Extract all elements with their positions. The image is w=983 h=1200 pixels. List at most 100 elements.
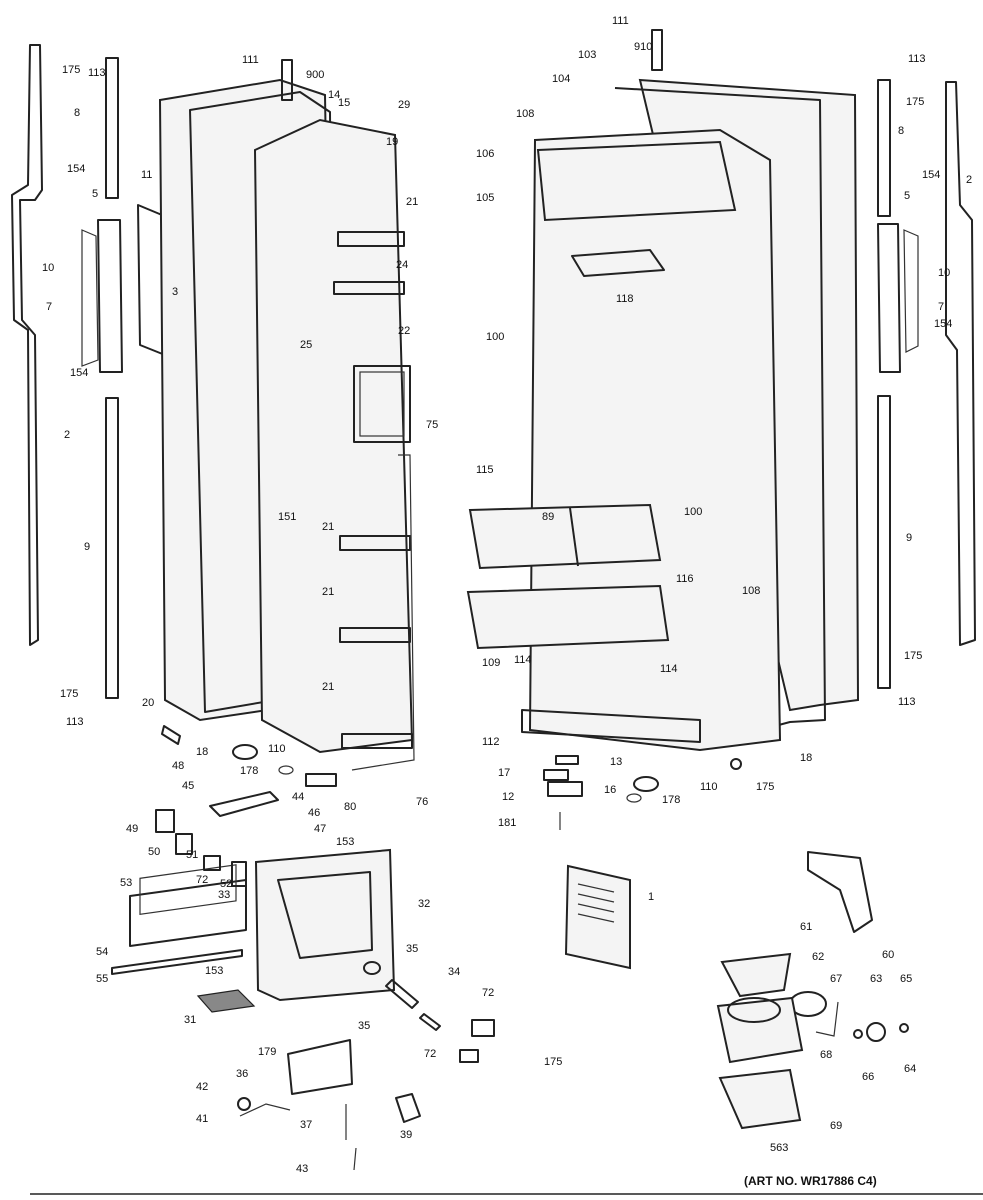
pin-35 <box>419 1013 441 1031</box>
part-label-9: 9 <box>906 532 912 544</box>
owners-manual-1 <box>564 864 631 970</box>
part-label-89: 89 <box>542 511 554 523</box>
part-label-7: 7 <box>46 301 52 313</box>
shelf-bar-21-d <box>341 733 413 749</box>
part-label-15: 15 <box>338 97 350 109</box>
grommet-42 <box>237 1097 251 1111</box>
part-label-37: 37 <box>300 1119 312 1131</box>
bracket-60 <box>807 851 873 933</box>
part-label-8: 8 <box>898 125 904 137</box>
hinge-13 <box>555 755 579 765</box>
part-label-111: 111 <box>242 54 259 66</box>
part-label-175: 175 <box>60 688 78 700</box>
bin-divider-89 <box>569 507 579 567</box>
part-label-154: 154 <box>67 163 85 175</box>
part-label-69: 69 <box>830 1120 842 1132</box>
part-label-112: 112 <box>482 736 500 748</box>
part-label-47: 47 <box>314 823 326 835</box>
bracket-49 <box>155 809 175 833</box>
part-label-175: 175 <box>544 1056 562 1068</box>
switch-72-lower-b <box>459 1049 479 1063</box>
handle-right <box>877 223 901 373</box>
part-label-110: 110 <box>268 743 286 755</box>
motor-mount-68 <box>716 996 804 1064</box>
part-label-5: 5 <box>904 190 910 202</box>
part-label-31: 31 <box>184 1014 196 1026</box>
part-label-175: 175 <box>906 96 924 108</box>
part-label-80: 80 <box>344 801 356 813</box>
part-label-21: 21 <box>322 521 334 533</box>
part-label-2: 2 <box>64 429 70 441</box>
part-label-72: 72 <box>482 987 494 999</box>
part-label-178: 178 <box>240 765 258 777</box>
part-label-63: 63 <box>870 973 882 985</box>
part-label-154: 154 <box>70 367 88 379</box>
part-label-60: 60 <box>882 949 894 961</box>
part-label-62: 62 <box>812 951 824 963</box>
shelf-bar-21-b <box>339 535 411 551</box>
hinge-111-left <box>281 59 293 101</box>
part-label-49: 49 <box>126 823 138 835</box>
part-label-48: 48 <box>172 760 184 772</box>
bottom-rail-112 <box>521 709 701 743</box>
shelf-bar-21-top <box>337 231 405 247</box>
part-label-2: 2 <box>966 174 972 186</box>
panel-inner-53 <box>139 864 237 916</box>
cap-110-right <box>633 776 659 792</box>
part-label-39: 39 <box>400 1129 412 1141</box>
part-label-17: 17 <box>498 767 510 779</box>
part-label-5: 5 <box>92 188 98 200</box>
dairy-door-106 <box>536 140 737 222</box>
part-label-50: 50 <box>148 846 160 858</box>
bracket-50 <box>175 833 193 855</box>
part-label-35: 35 <box>406 943 418 955</box>
part-label-175: 175 <box>62 64 80 76</box>
handle-left-grip <box>81 229 99 367</box>
art-number: (ART NO. WR17886 C4) <box>744 1174 877 1188</box>
part-label-29: 29 <box>398 99 410 111</box>
part-label-43: 43 <box>296 1163 308 1175</box>
part-label-12: 12 <box>502 791 514 803</box>
part-label-54: 54 <box>96 946 108 958</box>
connector-80 <box>305 773 337 787</box>
part-label-21: 21 <box>406 196 418 208</box>
part-label-19: 19 <box>386 136 398 148</box>
part-label-42: 42 <box>196 1081 208 1093</box>
switch-72-lower-a <box>471 1019 495 1037</box>
switch-actuator-44 <box>209 791 279 817</box>
washer-66 <box>853 1029 863 1039</box>
part-label-9: 9 <box>84 541 90 553</box>
door-bin-109 <box>466 584 670 650</box>
knob-63 <box>866 1022 886 1042</box>
part-label-75: 75 <box>426 419 438 431</box>
part-label-179: 179 <box>258 1046 276 1058</box>
hinge-pin-20 <box>161 725 181 745</box>
part-label-105: 105 <box>476 192 494 204</box>
part-label-72: 72 <box>424 1048 436 1060</box>
switch-72 <box>203 855 221 871</box>
part-label-51: 51 <box>186 849 198 861</box>
part-label-910: 910 <box>634 41 652 53</box>
part-label-100: 100 <box>684 506 702 518</box>
trim-strip-8-left <box>105 57 119 199</box>
part-label-13: 13 <box>610 756 622 768</box>
part-label-10: 10 <box>938 267 950 279</box>
wire-41 <box>239 1103 291 1117</box>
part-label-3: 3 <box>172 286 178 298</box>
part-label-103: 103 <box>578 49 596 61</box>
dispenser-window-22 <box>353 365 411 443</box>
part-label-154: 154 <box>934 318 952 330</box>
mounting-bracket-36 <box>287 1039 353 1095</box>
clip-65 <box>899 1023 909 1033</box>
part-label-153: 153 <box>336 836 354 848</box>
part-label-72: 72 <box>196 874 208 886</box>
part-label-11: 11 <box>141 169 152 181</box>
damper-69 <box>718 1068 802 1130</box>
actuator-spring-34 <box>385 979 419 1009</box>
trim-strip-55 <box>111 949 243 975</box>
part-label-25: 25 <box>300 339 312 351</box>
part-label-21: 21 <box>322 586 334 598</box>
part-label-67: 67 <box>830 973 842 985</box>
fresh-food-door-liner <box>528 128 782 752</box>
